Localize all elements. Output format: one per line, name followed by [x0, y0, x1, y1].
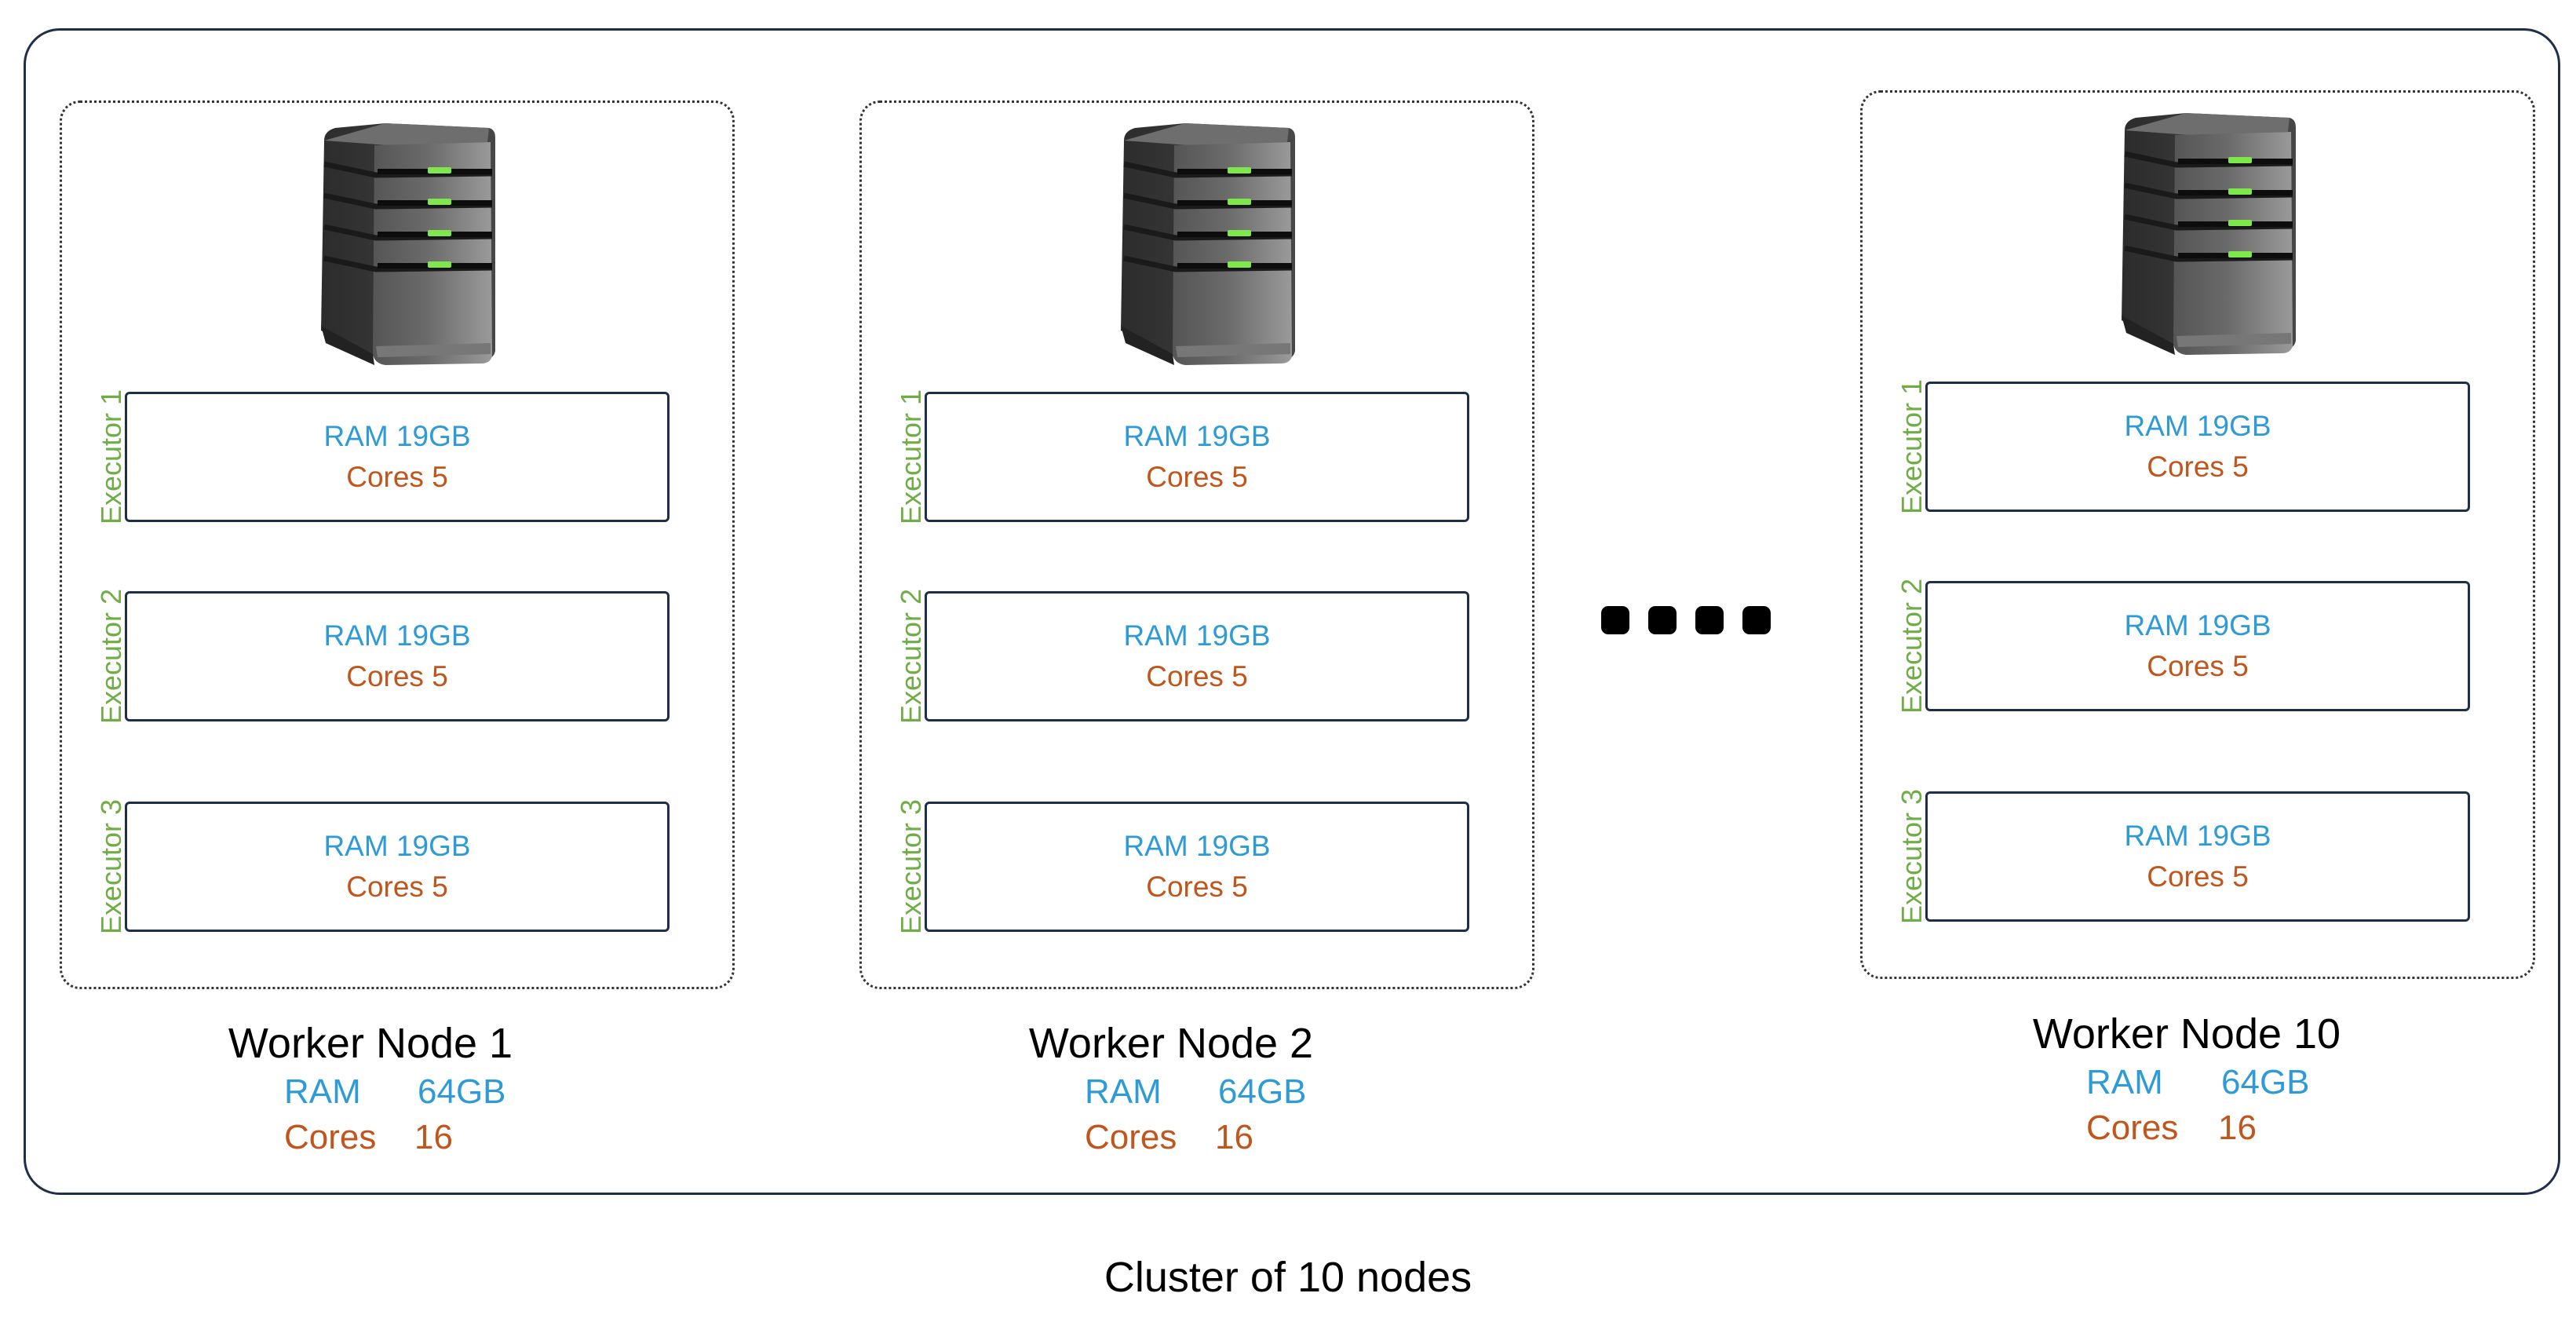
node-ram-label: RAM	[1085, 1072, 1162, 1111]
executor-label: Executor 2	[95, 588, 127, 725]
executor-cores: Cores 5	[2147, 451, 2249, 483]
server-icon	[1113, 119, 1301, 370]
executor-box: RAM 19GB Cores 5	[925, 802, 1469, 932]
executor-ram: RAM 19GB	[2124, 410, 2271, 442]
executor-box: RAM 19GB Cores 5	[1925, 581, 2470, 711]
executor-cores: Cores 5	[2147, 650, 2249, 682]
executor-ram: RAM 19GB	[2124, 609, 2271, 641]
server-icon	[2114, 108, 2302, 360]
node-ram-label: RAM	[284, 1072, 361, 1111]
executor-box: RAM 19GB Cores 5	[925, 392, 1469, 522]
executor-ram: RAM 19GB	[323, 420, 471, 452]
executor-box: RAM 19GB Cores 5	[125, 591, 670, 721]
executor-ram: RAM 19GB	[2124, 820, 2271, 852]
node-title: Worker Node 1	[228, 1020, 513, 1067]
server-icon	[313, 119, 502, 370]
executor-ram: RAM 19GB	[323, 619, 471, 652]
executor-cores: Cores 5	[1146, 660, 1248, 692]
executor-cores: Cores 5	[346, 461, 448, 493]
executor-label: Executor 3	[1896, 788, 1928, 925]
executor-box: RAM 19GB Cores 5	[925, 591, 1469, 721]
executor-label: Executor 1	[1896, 378, 1928, 515]
node-ram-value: 64GB	[418, 1072, 506, 1111]
worker-node-1: Executor 1 RAM 19GB Cores 5 Executor 2 R…	[60, 100, 735, 989]
diagram-caption: Cluster of 10 nodes	[1104, 1254, 1472, 1301]
executor-ram: RAM 19GB	[323, 830, 471, 862]
executor-cores: Cores 5	[1146, 871, 1248, 903]
executor-ram: RAM 19GB	[1123, 420, 1271, 452]
worker-node-10: Executor 1 RAM 19GB Cores 5 Executor 2 R…	[1860, 90, 2535, 979]
node-cores-label: Cores	[2086, 1109, 2179, 1147]
node-cores-value: 16	[414, 1118, 453, 1156]
executor-cores: Cores 5	[346, 660, 448, 692]
executor-label: Executor 1	[95, 389, 127, 525]
cluster-container	[24, 28, 2560, 1195]
executor-cores: Cores 5	[346, 871, 448, 903]
node-cores-value: 16	[2218, 1109, 2257, 1147]
executor-label: Executor 3	[895, 798, 927, 935]
executor-box: RAM 19GB Cores 5	[125, 392, 670, 522]
node-cores-value: 16	[1215, 1118, 1253, 1156]
worker-node-2: Executor 1 RAM 19GB Cores 5 Executor 2 R…	[859, 100, 1534, 989]
executor-label: Executor 3	[95, 798, 127, 935]
node-title: Worker Node 10	[2032, 1010, 2341, 1058]
executor-ram: RAM 19GB	[1123, 619, 1271, 652]
executor-label: Executor 2	[895, 588, 927, 725]
executor-box: RAM 19GB Cores 5	[1925, 791, 2470, 922]
executor-label: Executor 2	[1896, 578, 1928, 714]
executor-label: Executor 1	[895, 389, 927, 525]
executor-cores: Cores 5	[1146, 461, 1248, 493]
executor-ram: RAM 19GB	[1123, 830, 1271, 862]
node-title: Worker Node 2	[1028, 1020, 1314, 1067]
executor-cores: Cores 5	[2147, 860, 2249, 893]
node-cores-label: Cores	[1085, 1118, 1177, 1156]
node-ram-value: 64GB	[2221, 1063, 2310, 1101]
node-cores-label: Cores	[284, 1118, 377, 1156]
node-ram-label: RAM	[2086, 1063, 2163, 1101]
executor-box: RAM 19GB Cores 5	[125, 802, 670, 932]
executor-box: RAM 19GB Cores 5	[1925, 382, 2470, 512]
node-ram-value: 64GB	[1218, 1072, 1307, 1111]
